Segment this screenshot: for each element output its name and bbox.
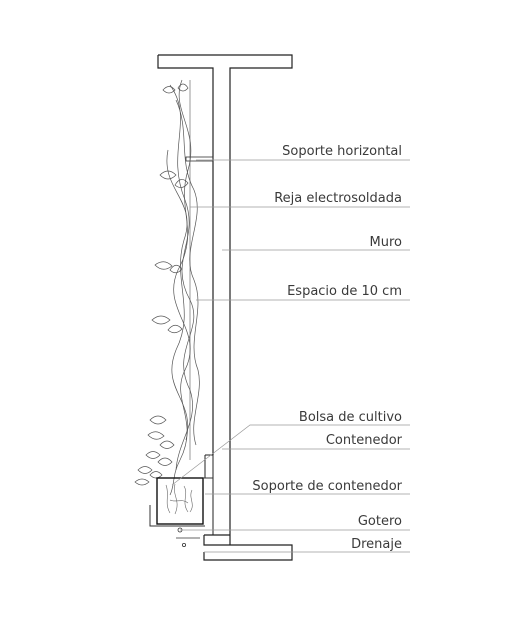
label-bolsa-de-cultivo: Bolsa de cultivo xyxy=(298,410,402,425)
wall-lower xyxy=(204,454,214,535)
leader-lines xyxy=(171,159,410,553)
label-drenaje: Drenaje xyxy=(351,537,402,552)
container xyxy=(156,477,204,525)
label-reja-electrosoldada: Reja electrosoldada xyxy=(274,191,402,206)
label-soporte-horizontal: Soporte horizontal xyxy=(282,144,402,159)
label-espacio: Espacio de 10 cm xyxy=(287,284,402,299)
bottom-slab xyxy=(203,534,293,561)
container-support xyxy=(149,477,213,527)
label-gotero: Gotero xyxy=(357,514,402,529)
label-soporte-de-contenedor: Soporte de contenedor xyxy=(252,479,402,494)
vines xyxy=(166,79,200,496)
top-beam xyxy=(157,54,293,535)
label-muro: Muro xyxy=(369,235,402,250)
horizontal-support xyxy=(185,156,214,162)
leaves xyxy=(134,83,189,486)
label-contenedor: Contenedor xyxy=(325,433,402,448)
roots xyxy=(165,483,193,515)
drain-dot xyxy=(181,543,186,548)
